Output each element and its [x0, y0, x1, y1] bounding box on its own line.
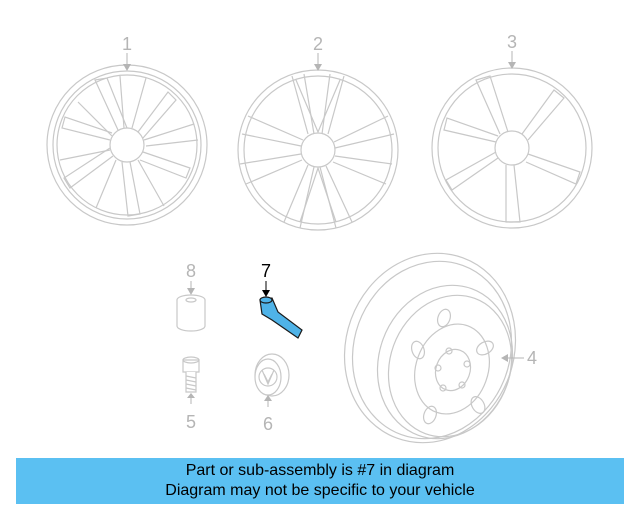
alloy-wheel-1[interactable]	[46, 64, 208, 226]
callout-6-arrow	[264, 395, 272, 401]
callout-8-arrow	[187, 288, 195, 295]
callout-5-arrow	[187, 393, 195, 398]
alloy-wheel-2[interactable]	[237, 69, 399, 231]
callout-1-arrow	[123, 64, 131, 71]
diagram-notice-banner: Part or sub-assembly is #7 in diagram Di…	[16, 458, 624, 504]
callout-8-label: 8	[186, 261, 196, 281]
callout-3-label: 3	[507, 32, 517, 52]
wheel-bolt-5[interactable]	[182, 356, 200, 393]
banner-line-1: Part or sub-assembly is #7 in diagram	[185, 462, 455, 479]
callout-4-label: 4	[527, 348, 537, 368]
parts-diagram: 1 2 3 8	[46, 32, 593, 455]
callout-2-arrow	[314, 64, 322, 71]
alloy-wheel-3[interactable]	[431, 67, 593, 229]
callout-4-arrow	[501, 354, 508, 362]
callout-1-label: 1	[122, 34, 132, 54]
callout-3-arrow	[508, 62, 516, 69]
steel-spare-wheel-4[interactable]	[318, 229, 542, 455]
wheel-nut-8[interactable]	[176, 294, 206, 332]
banner-line-2: Diagram may not be specific to your vehi…	[165, 482, 475, 499]
callout-6-label: 6	[263, 414, 273, 434]
center-cap-6[interactable]	[254, 353, 290, 397]
valve-stem-7[interactable]	[259, 296, 303, 339]
callout-5-label: 5	[186, 412, 196, 432]
callout-7-arrow	[262, 290, 270, 297]
callout-2-label: 2	[313, 34, 323, 54]
callout-7-label: 7	[261, 261, 271, 281]
